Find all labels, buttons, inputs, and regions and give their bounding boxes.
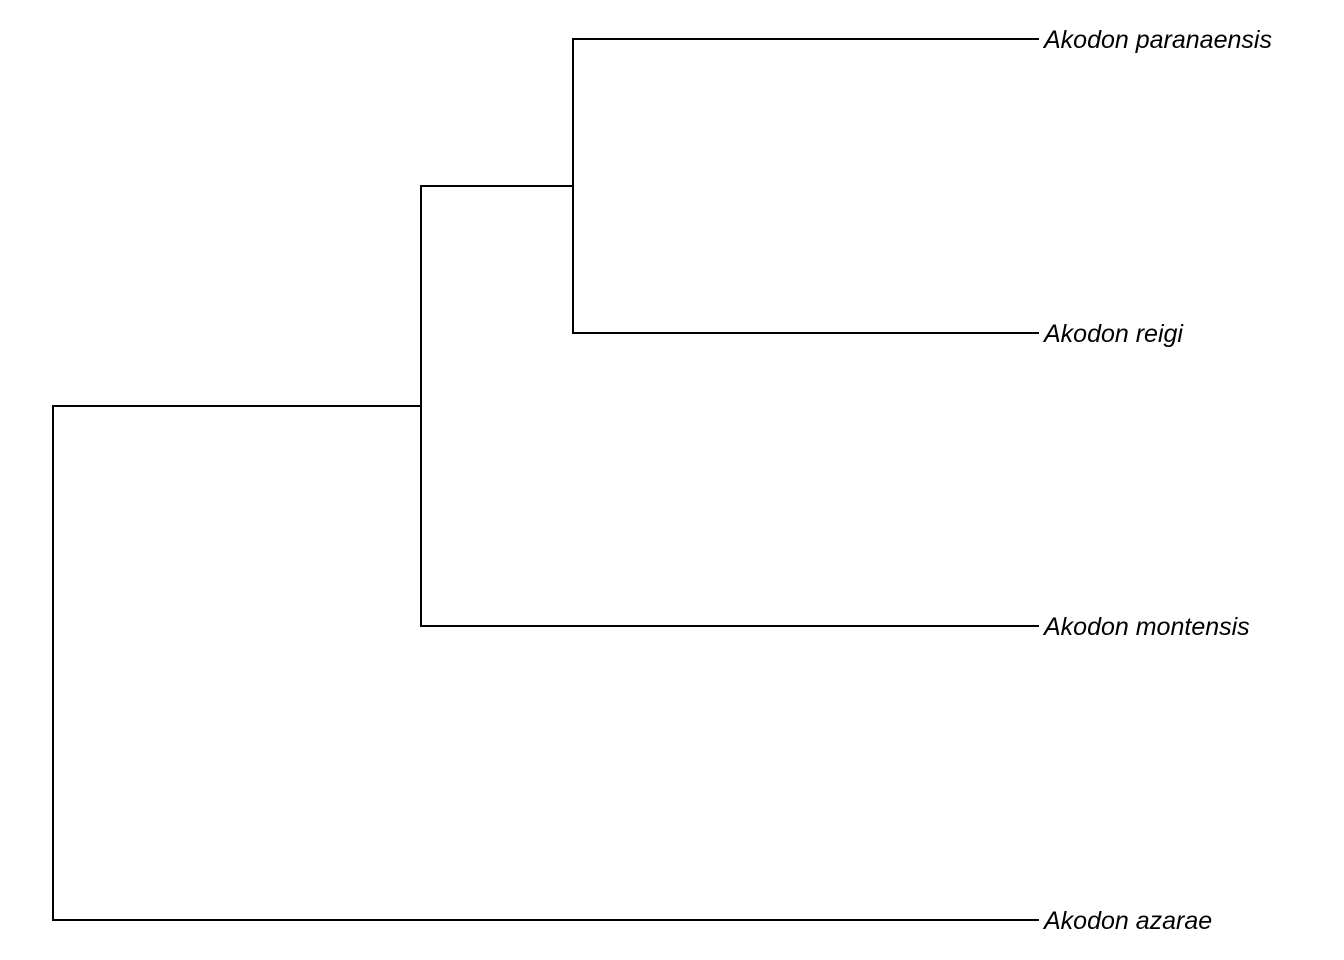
tip-label-montensis: Akodon montensis [1042, 613, 1250, 641]
tip-label-paranaensis: Akodon paranaensis [1042, 26, 1272, 54]
tip-label-reigi: Akodon reigi [1042, 320, 1184, 348]
tip-label-azarae: Akodon azarae [1042, 907, 1212, 935]
